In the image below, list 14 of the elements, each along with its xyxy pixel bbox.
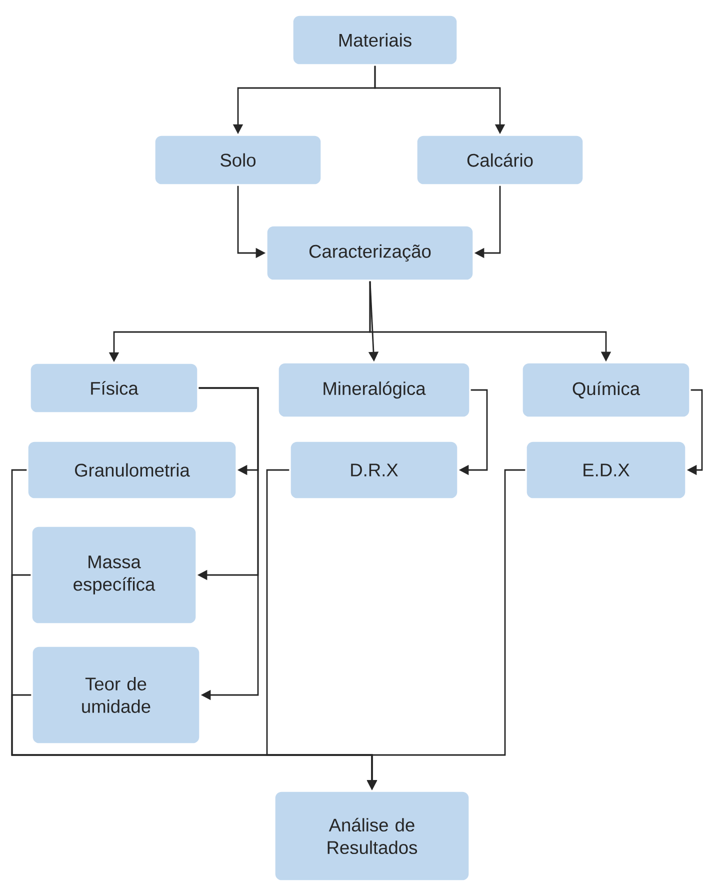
process-box: Materiais xyxy=(292,14,458,66)
process-box: D.R.X xyxy=(289,440,459,500)
process-box: Análise de Resultados xyxy=(274,790,470,882)
process-box: Solo xyxy=(154,134,322,186)
process-box: Caracterização xyxy=(266,224,474,282)
process-box: Calcário xyxy=(416,134,584,186)
arrow xyxy=(198,387,259,700)
process-box: Granulometria xyxy=(26,440,238,500)
process-box: Física xyxy=(29,362,199,414)
process-box: Química xyxy=(521,362,691,418)
process-box: Teor de umidade xyxy=(31,645,201,745)
process-box: Massa específica xyxy=(30,525,198,625)
process-box: E.D.X xyxy=(525,440,687,500)
process-box: Mineralógica xyxy=(277,362,471,418)
